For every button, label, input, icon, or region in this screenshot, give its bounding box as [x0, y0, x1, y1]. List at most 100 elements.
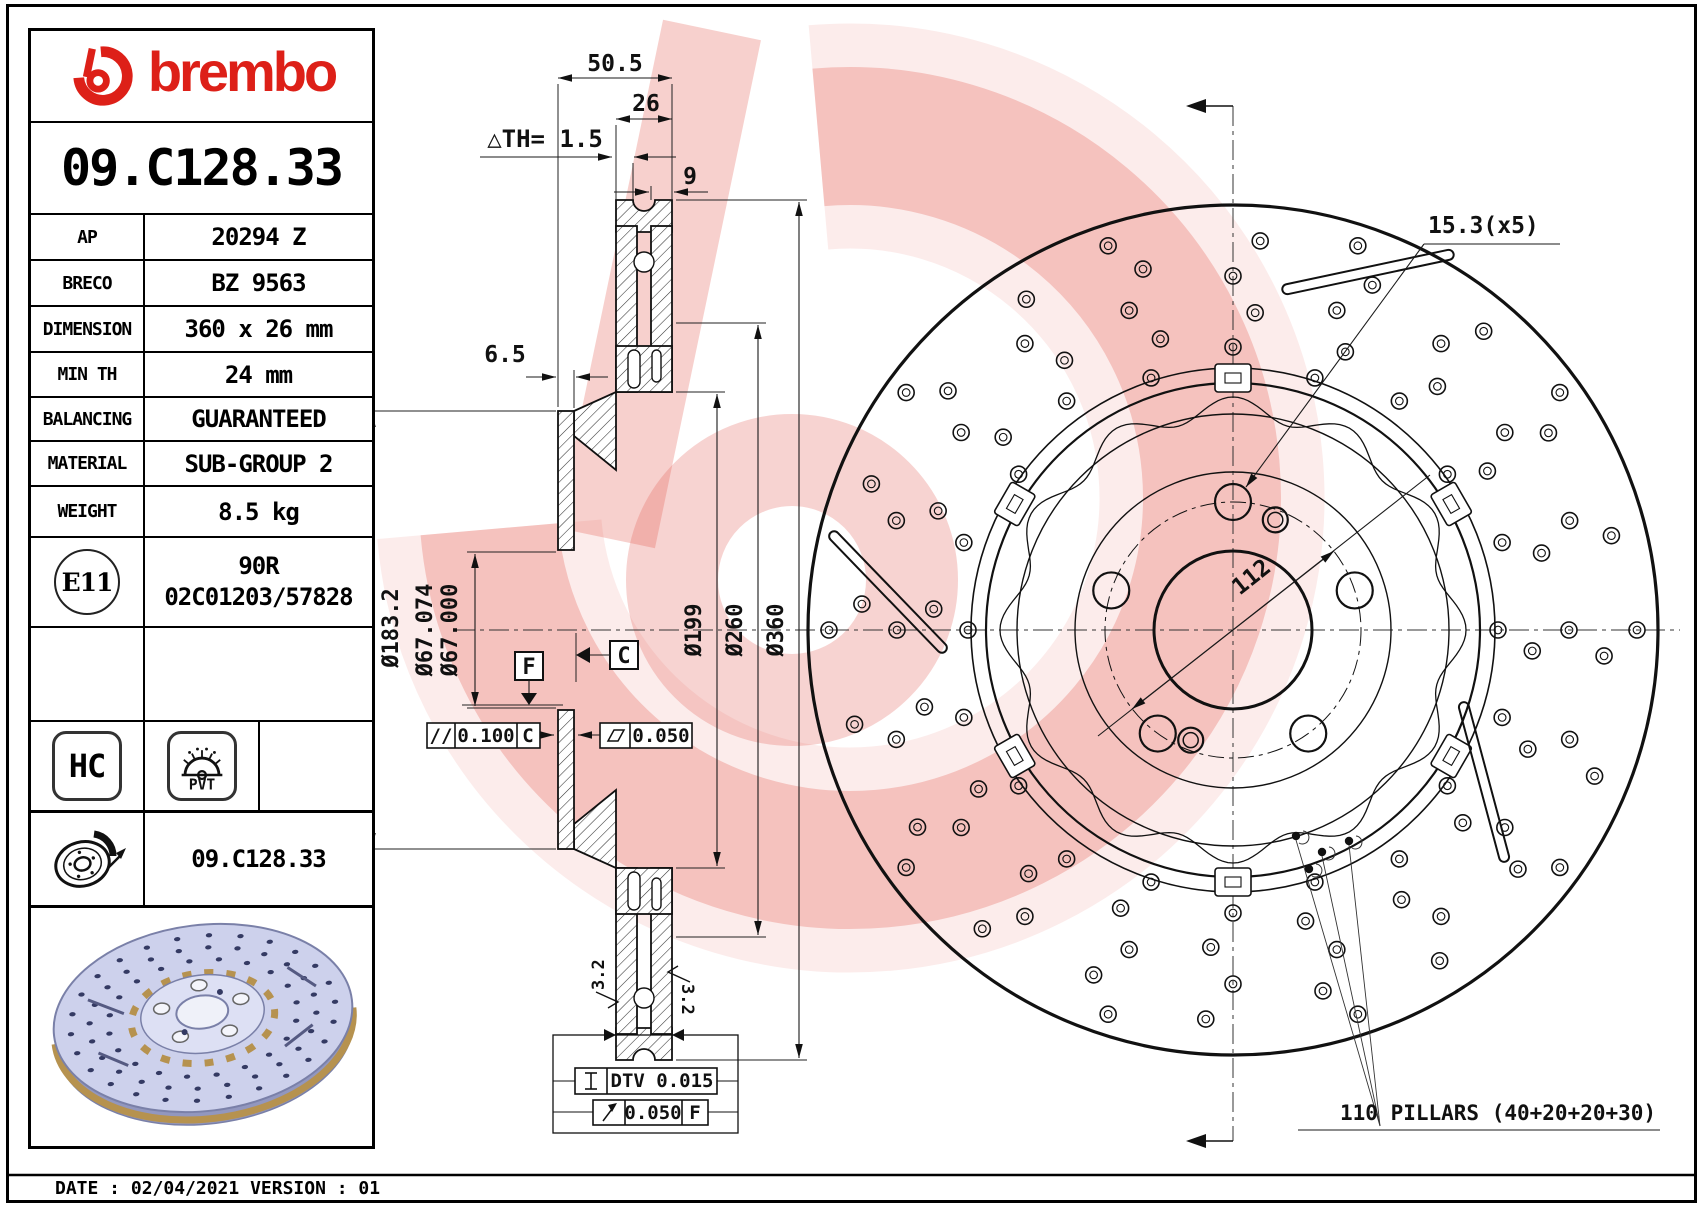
drill-hole-inner	[1024, 869, 1033, 878]
drill-hole	[1314, 982, 1332, 1000]
drill-hole	[1016, 907, 1034, 926]
thumb-slot	[284, 1023, 314, 1048]
flatness-tolerance-frame: 0.050	[578, 722, 693, 749]
drill-hole	[1628, 621, 1646, 639]
drill-hole	[952, 423, 970, 442]
homologation-row: E11 90R 02C01203/57828	[31, 536, 372, 626]
spec-row-weight: WEIGHT 8.5 kg	[31, 485, 372, 536]
parallelism-symbol: //	[430, 725, 453, 747]
drill-hole	[1055, 351, 1074, 370]
drill-hole-inner	[1436, 912, 1446, 921]
drill-hole	[1084, 966, 1103, 984]
bolt-circle	[1104, 501, 1362, 759]
drill-hole-inner	[920, 702, 929, 712]
spec-value: SUB-GROUP 2	[143, 442, 372, 485]
drill-hole-inner	[1443, 781, 1452, 791]
drill-hole	[897, 858, 915, 877]
drill-hole	[1509, 860, 1527, 878]
thumb-drill-dot	[67, 1032, 75, 1037]
disc-3d-group	[51, 922, 357, 1126]
thumb-drill-dot	[86, 1021, 93, 1026]
pillars-note: 110 PILLARS (40+20+20+30)	[1340, 1101, 1656, 1125]
drill-hole	[1585, 767, 1604, 785]
drill-hole-inner	[998, 432, 1008, 442]
thumb-bolt-hole	[190, 978, 208, 992]
thumb-drill-dot	[307, 1029, 315, 1034]
drill-hole-inner	[1436, 339, 1446, 348]
drill-hole	[1224, 975, 1242, 993]
badges-row: HC PVT	[31, 720, 372, 810]
pin-hole-outer	[1261, 506, 1289, 534]
drill-hole	[1017, 290, 1036, 309]
drill-hole	[1306, 873, 1324, 891]
thumb-drill-dot	[293, 1000, 300, 1005]
flatness-value: 0.050	[632, 725, 689, 747]
thumb-drill-dot	[205, 945, 212, 950]
drill-hole-inner	[1021, 294, 1031, 304]
vent-slot	[627, 349, 641, 389]
drill-hole-inner	[1301, 916, 1310, 926]
disc-render-row	[31, 905, 372, 1146]
thumb-drill-dot	[215, 957, 223, 962]
drill-hole	[1019, 864, 1038, 883]
pillar-marker-dot	[1291, 831, 1301, 841]
drive-bobbin	[993, 733, 1036, 779]
drill-hole-inner	[1527, 646, 1537, 656]
drill-hole-inner	[1201, 1014, 1211, 1024]
drill-hole-inner	[1332, 306, 1342, 315]
drill-hole	[1560, 730, 1579, 749]
spec-label: WEIGHT	[57, 501, 117, 522]
spec-value: 8.5 kg	[143, 487, 372, 536]
drill-hole	[1392, 890, 1411, 909]
drill-hole-inner	[1060, 355, 1069, 365]
drill-hole-inner	[1537, 548, 1546, 558]
drill-hole-inner	[1341, 347, 1350, 357]
drill-hole	[1196, 1010, 1215, 1028]
drive-bobbin	[1430, 733, 1473, 779]
drill-hole-inner	[1497, 713, 1507, 722]
empty-row	[31, 626, 372, 720]
bolt-hole	[1335, 571, 1374, 610]
dim-bore-max: Ø67.074	[413, 584, 438, 678]
drill-hole	[1251, 232, 1270, 250]
drill-hole	[1438, 465, 1457, 484]
drill-hole-inner	[1103, 241, 1113, 251]
thumb-drill-dot	[173, 937, 181, 942]
spec-row-material: MATERIAL SUB-GROUP 2	[31, 440, 372, 485]
thumb-drill-dot	[133, 1092, 140, 1097]
spec-value: GUARANTEED	[143, 398, 372, 440]
drill-hole	[1493, 708, 1511, 727]
thumb-drill-dot	[106, 1013, 113, 1018]
drill-hole	[1349, 1005, 1367, 1024]
drill-hole-inner	[1458, 818, 1468, 828]
drill-hole	[820, 621, 838, 639]
flatness-symbol	[606, 729, 626, 742]
thumb-drill-dot	[143, 945, 151, 950]
drill-hole	[1519, 740, 1537, 758]
drill-hole	[1111, 899, 1130, 917]
drill-hole	[1428, 377, 1447, 396]
drill-hole	[929, 502, 947, 520]
thumb-drill-dot	[186, 959, 193, 964]
drill-hole	[1539, 424, 1558, 442]
thumb-bore	[175, 994, 230, 1030]
dtv-value: DTV 0.015	[611, 1070, 714, 1092]
thumb-drill-dot	[123, 969, 130, 974]
info-panel: brembo 09.C128.33 AP 20294 Z BRECO BZ 95…	[28, 28, 375, 1149]
thumb-drill-dot	[116, 995, 123, 1000]
thumb-drill-dot	[155, 1070, 163, 1076]
drill-hole-inner	[1206, 942, 1216, 952]
drill-hole	[959, 621, 977, 639]
pillar-marker-hook	[1298, 830, 1310, 845]
parallelism-tolerance-frame: // 0.100 C	[426, 722, 554, 749]
drill-hole-inner	[956, 823, 966, 832]
drill-hole	[1454, 814, 1472, 832]
dtv-symbol	[585, 1072, 597, 1090]
thumb-drill-dot	[241, 1064, 249, 1070]
drill-hole	[1493, 533, 1511, 552]
dim-disc-width: 26	[632, 91, 660, 117]
part-number: 09.C128.33	[31, 121, 372, 213]
hat-circle	[1016, 413, 1450, 847]
drill-hole	[955, 708, 973, 727]
roughness-value: 3.2	[677, 984, 697, 1015]
